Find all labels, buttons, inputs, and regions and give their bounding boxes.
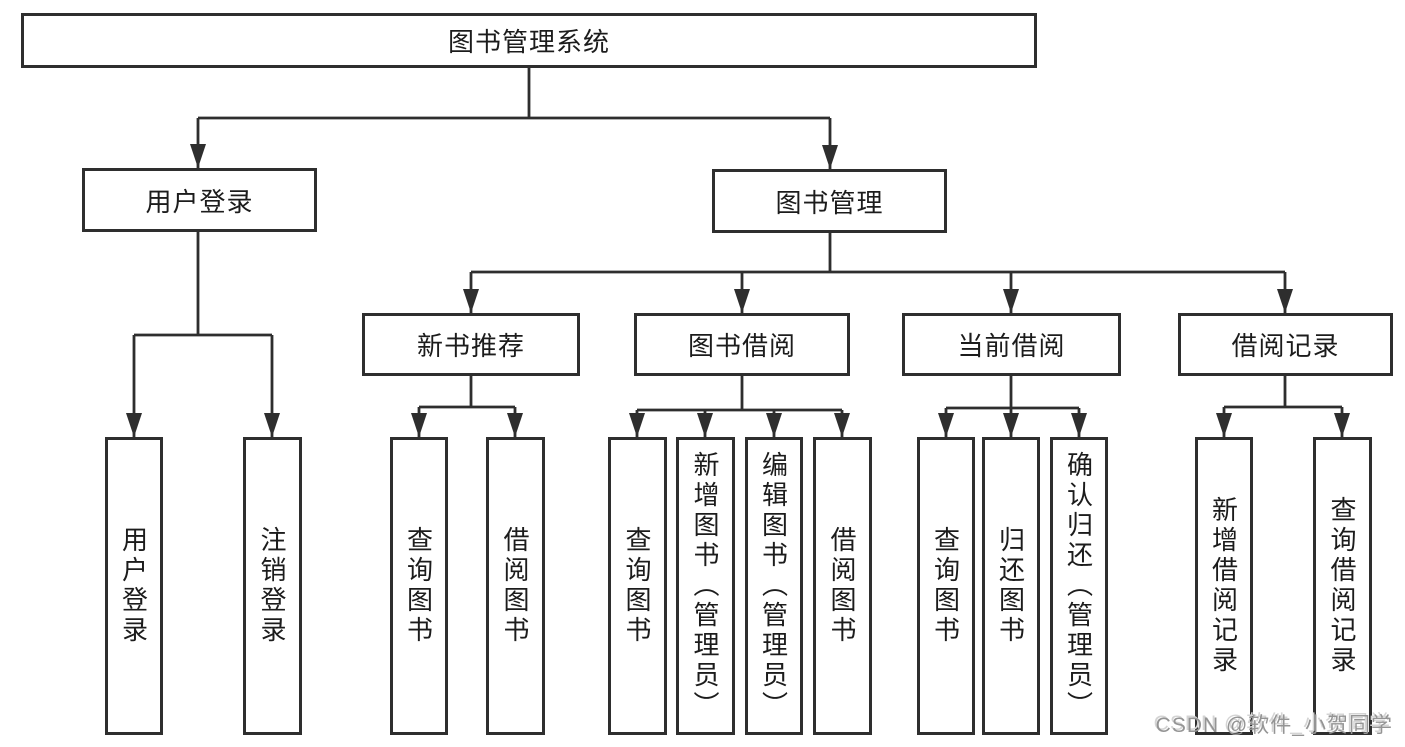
leaf-query-books-current: 查询图书 (917, 437, 975, 735)
leaf-query-books-borrowing: 查询图书 (608, 437, 667, 735)
node-current-borrowing: 当前借阅 (902, 313, 1121, 376)
node-user-login: 用户登录 (82, 168, 317, 232)
node-new-book-recommend: 新书推荐 (362, 313, 580, 376)
node-borrowing-records: 借阅记录 (1178, 313, 1393, 376)
node-root: 图书管理系统 (21, 13, 1037, 68)
node-book-borrowing: 图书借阅 (634, 313, 850, 376)
leaf-user-login: 用户登录 (105, 437, 163, 735)
leaf-logout-login: 注销登录 (243, 437, 302, 735)
leaf-query-borrow-record: 查询借阅记录 (1313, 437, 1372, 735)
leaf-confirm-return-admin: 确认归还（管理员） (1050, 437, 1108, 735)
csdn-watermark: CSDN @软件_小贺同学 (1155, 714, 1393, 737)
node-book-management: 图书管理 (712, 169, 947, 233)
leaf-borrow-books-borrowing: 借阅图书 (813, 437, 872, 735)
leaf-edit-book-admin: 编辑图书（管理员） (745, 437, 803, 735)
leaf-add-borrow-record: 新增借阅记录 (1195, 437, 1253, 735)
leaf-query-books-recommend: 查询图书 (390, 437, 448, 735)
leaf-return-books: 归还图书 (982, 437, 1040, 735)
leaf-borrow-books-recommend: 借阅图书 (486, 437, 545, 735)
leaf-add-book-admin: 新增图书（管理员） (676, 437, 735, 735)
